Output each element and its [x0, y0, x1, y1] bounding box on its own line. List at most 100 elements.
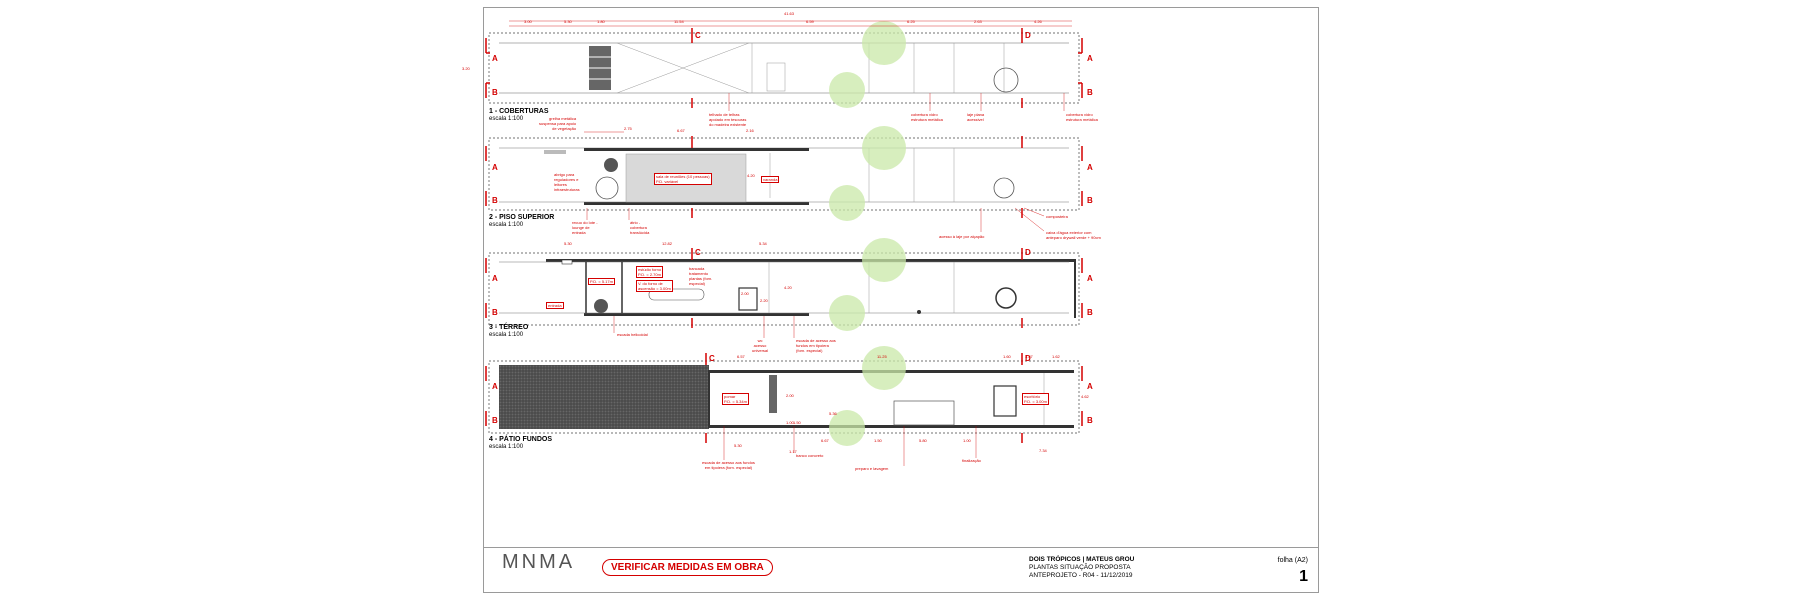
dim-p3-a: 5.30: [564, 241, 572, 246]
section-a-left-1: A: [492, 54, 498, 63]
note-composteira: composteira: [1046, 214, 1068, 219]
project-phase: ANTEPROJETO - R04 - 11/12/2019: [1029, 572, 1133, 579]
plan-terreo: [488, 238, 1080, 331]
section-a-right-3: A: [1087, 274, 1093, 283]
floor-plans-drawing: [485, 20, 1083, 466]
dim-seg-3: 1.80: [597, 19, 605, 24]
dim-p4-q: 4.62: [1081, 394, 1089, 399]
note-cobertura-vidro-2: cobertura vidro estrutura metálica: [1066, 112, 1098, 122]
note-vao: V. do forno de ascensão = 3.00m: [636, 280, 673, 292]
dim-p2-c: 2.16: [746, 128, 754, 133]
section-a-right-2: A: [1087, 163, 1093, 172]
title-block-divider: [484, 547, 1318, 548]
note-telhado: telhado de telhas apoiado em tesouras do…: [709, 112, 747, 127]
note-finalizacao: finalização: [962, 458, 981, 463]
section-b-left-4: B: [492, 416, 498, 425]
dim-p4-e: 1.62: [1052, 354, 1060, 359]
drawing-title: PLANTAS SITUAÇÃO PROPOSTA: [1029, 564, 1131, 571]
project-name: DOIS TRÓPICOS | MATEUS GROU: [1029, 556, 1135, 563]
section-b-right-4: B: [1087, 416, 1093, 425]
plan-title-4: 4 - PÁTIO FUNDOS: [489, 436, 553, 443]
dim-p3-f: 2.20: [760, 298, 768, 303]
section-c-4: C: [709, 354, 715, 363]
section-a-left-2: A: [492, 163, 498, 172]
dim-seg-8: 4.26: [1034, 19, 1042, 24]
note-pomar: pomar P.D. = 5.34m: [722, 393, 749, 405]
dim-p4-n: 7.34: [1039, 448, 1047, 453]
note-wc: wc acesso universal: [752, 338, 769, 353]
note-acesso-laje: acesso à laje por alçapão: [939, 234, 985, 239]
note-caixa-agua: caixa d'água exterior com anteparo drywa…: [1046, 230, 1101, 240]
section-c-1: C: [695, 31, 701, 40]
sheet-label: folha (A2): [1277, 557, 1308, 564]
office-logo: MNMA: [502, 551, 576, 573]
plan-scale-3: escala 1:100: [489, 332, 524, 338]
dim-seg-2: 5.30: [564, 19, 572, 24]
annotation-leaders: [584, 93, 1065, 466]
dim-p4-b: 11.25: [877, 354, 887, 359]
dim-seg-6: 6.25: [907, 19, 915, 24]
dim-p4-f: 5.36: [829, 411, 837, 416]
dim-seg-5: 6.59: [806, 19, 814, 24]
dim-side: 3.20: [462, 66, 470, 71]
section-d-1: D: [1025, 31, 1031, 40]
note-preparo: preparo e lavagem: [855, 466, 889, 471]
plan-title-2: 2 - PISO SUPERIOR: [489, 214, 555, 221]
note-entrada: entrada: [546, 302, 564, 309]
note-banco-concreto: banco concreto: [796, 453, 824, 458]
dim-p4-g: 5.30: [734, 443, 742, 448]
sheet-number: 1: [1299, 568, 1308, 585]
dim-p2-b: 6.67: [677, 128, 685, 133]
dim-p4-h: 1.50: [793, 420, 801, 425]
note-recuo: recuo do lote - lounge de entrada: [572, 220, 598, 235]
section-b-right-1: B: [1087, 88, 1093, 97]
section-a-right-1: A: [1087, 54, 1093, 63]
section-a-left-4: A: [492, 382, 498, 391]
dim-p4-p: 1.00: [786, 420, 794, 425]
dim-p3-c: 5.34: [759, 241, 767, 246]
plan-scale-4: escala 1:100: [489, 444, 524, 450]
note-sala-reunioes: sala de reuniões (10 pessoas) P.D. variá…: [654, 173, 712, 185]
plan-coberturas: [488, 20, 1080, 108]
drawing-sheet: 41.63 3.00 5.30 1.80 11.54 6.59 6.25 2.6…: [462, 7, 1319, 593]
dim-total: 41.63: [784, 11, 795, 16]
plan-title-3: 3 - TÉRREO: [489, 324, 529, 331]
note-estudio: estúdio forno P.D. = 2.70m: [636, 266, 664, 278]
section-b-left-3: B: [492, 308, 498, 317]
dim-p4-i: 6.67: [821, 438, 829, 443]
section-b-left-2: B: [492, 196, 498, 205]
plan-patio-fundos: [488, 346, 1080, 446]
dim-p2-d: 4.20: [747, 173, 755, 178]
dim-p3-b: 12.82: [662, 241, 673, 246]
dim-seg-4: 11.54: [674, 19, 684, 24]
dim-seg-7: 2.63: [974, 19, 982, 24]
section-d-4: D: [1025, 354, 1031, 363]
plan-scale-1: escala 1:100: [489, 116, 524, 122]
section-a-right-4: A: [1087, 382, 1093, 391]
section-markers: [485, 28, 1083, 443]
dim-p4-j: 1.17: [789, 449, 797, 454]
dim-p4-d: 3.87: [1025, 354, 1033, 359]
dim-p4-a: 6.57: [737, 354, 745, 359]
section-a-left-3: A: [492, 274, 498, 283]
dim-seg-1: 3.00: [524, 19, 532, 24]
section-b-left-1: B: [492, 88, 498, 97]
section-b-right-2: B: [1087, 196, 1093, 205]
section-d-3: D: [1025, 248, 1031, 257]
note-escada-fundos-4: escada de acesso aos fundos em tipoiera …: [702, 460, 755, 470]
dim-p3-e: 2.00: [741, 291, 749, 296]
note-cobertura-vidro: cobertura vidro estrutura metálica: [911, 112, 943, 122]
plan-scale-2: escala 1:100: [489, 222, 524, 228]
dim-p4-l: 5.80: [919, 438, 927, 443]
verify-measurements-badge: VERIFICAR MEDIDAS EM OBRA: [602, 559, 773, 576]
note-bancada: bancada tratamento plantas (forn. especi…: [689, 266, 713, 286]
plan-title-1: 1 - COBERTURAS: [489, 108, 549, 115]
note-varanda: varanda: [761, 176, 780, 183]
dim-p4-o: 2.00: [786, 393, 794, 398]
note-escada-fundos: escada de acesso aos fundos em tipoiera …: [796, 338, 836, 353]
note-escada-helicoidal: escada helicoidal: [617, 332, 648, 337]
dim-p3-d: 4.20: [784, 285, 792, 290]
dim-p2-a: 2.75: [624, 126, 632, 131]
dim-p4-k: 1.50: [874, 438, 882, 443]
dim-p4-c: 1.60: [1003, 354, 1011, 359]
